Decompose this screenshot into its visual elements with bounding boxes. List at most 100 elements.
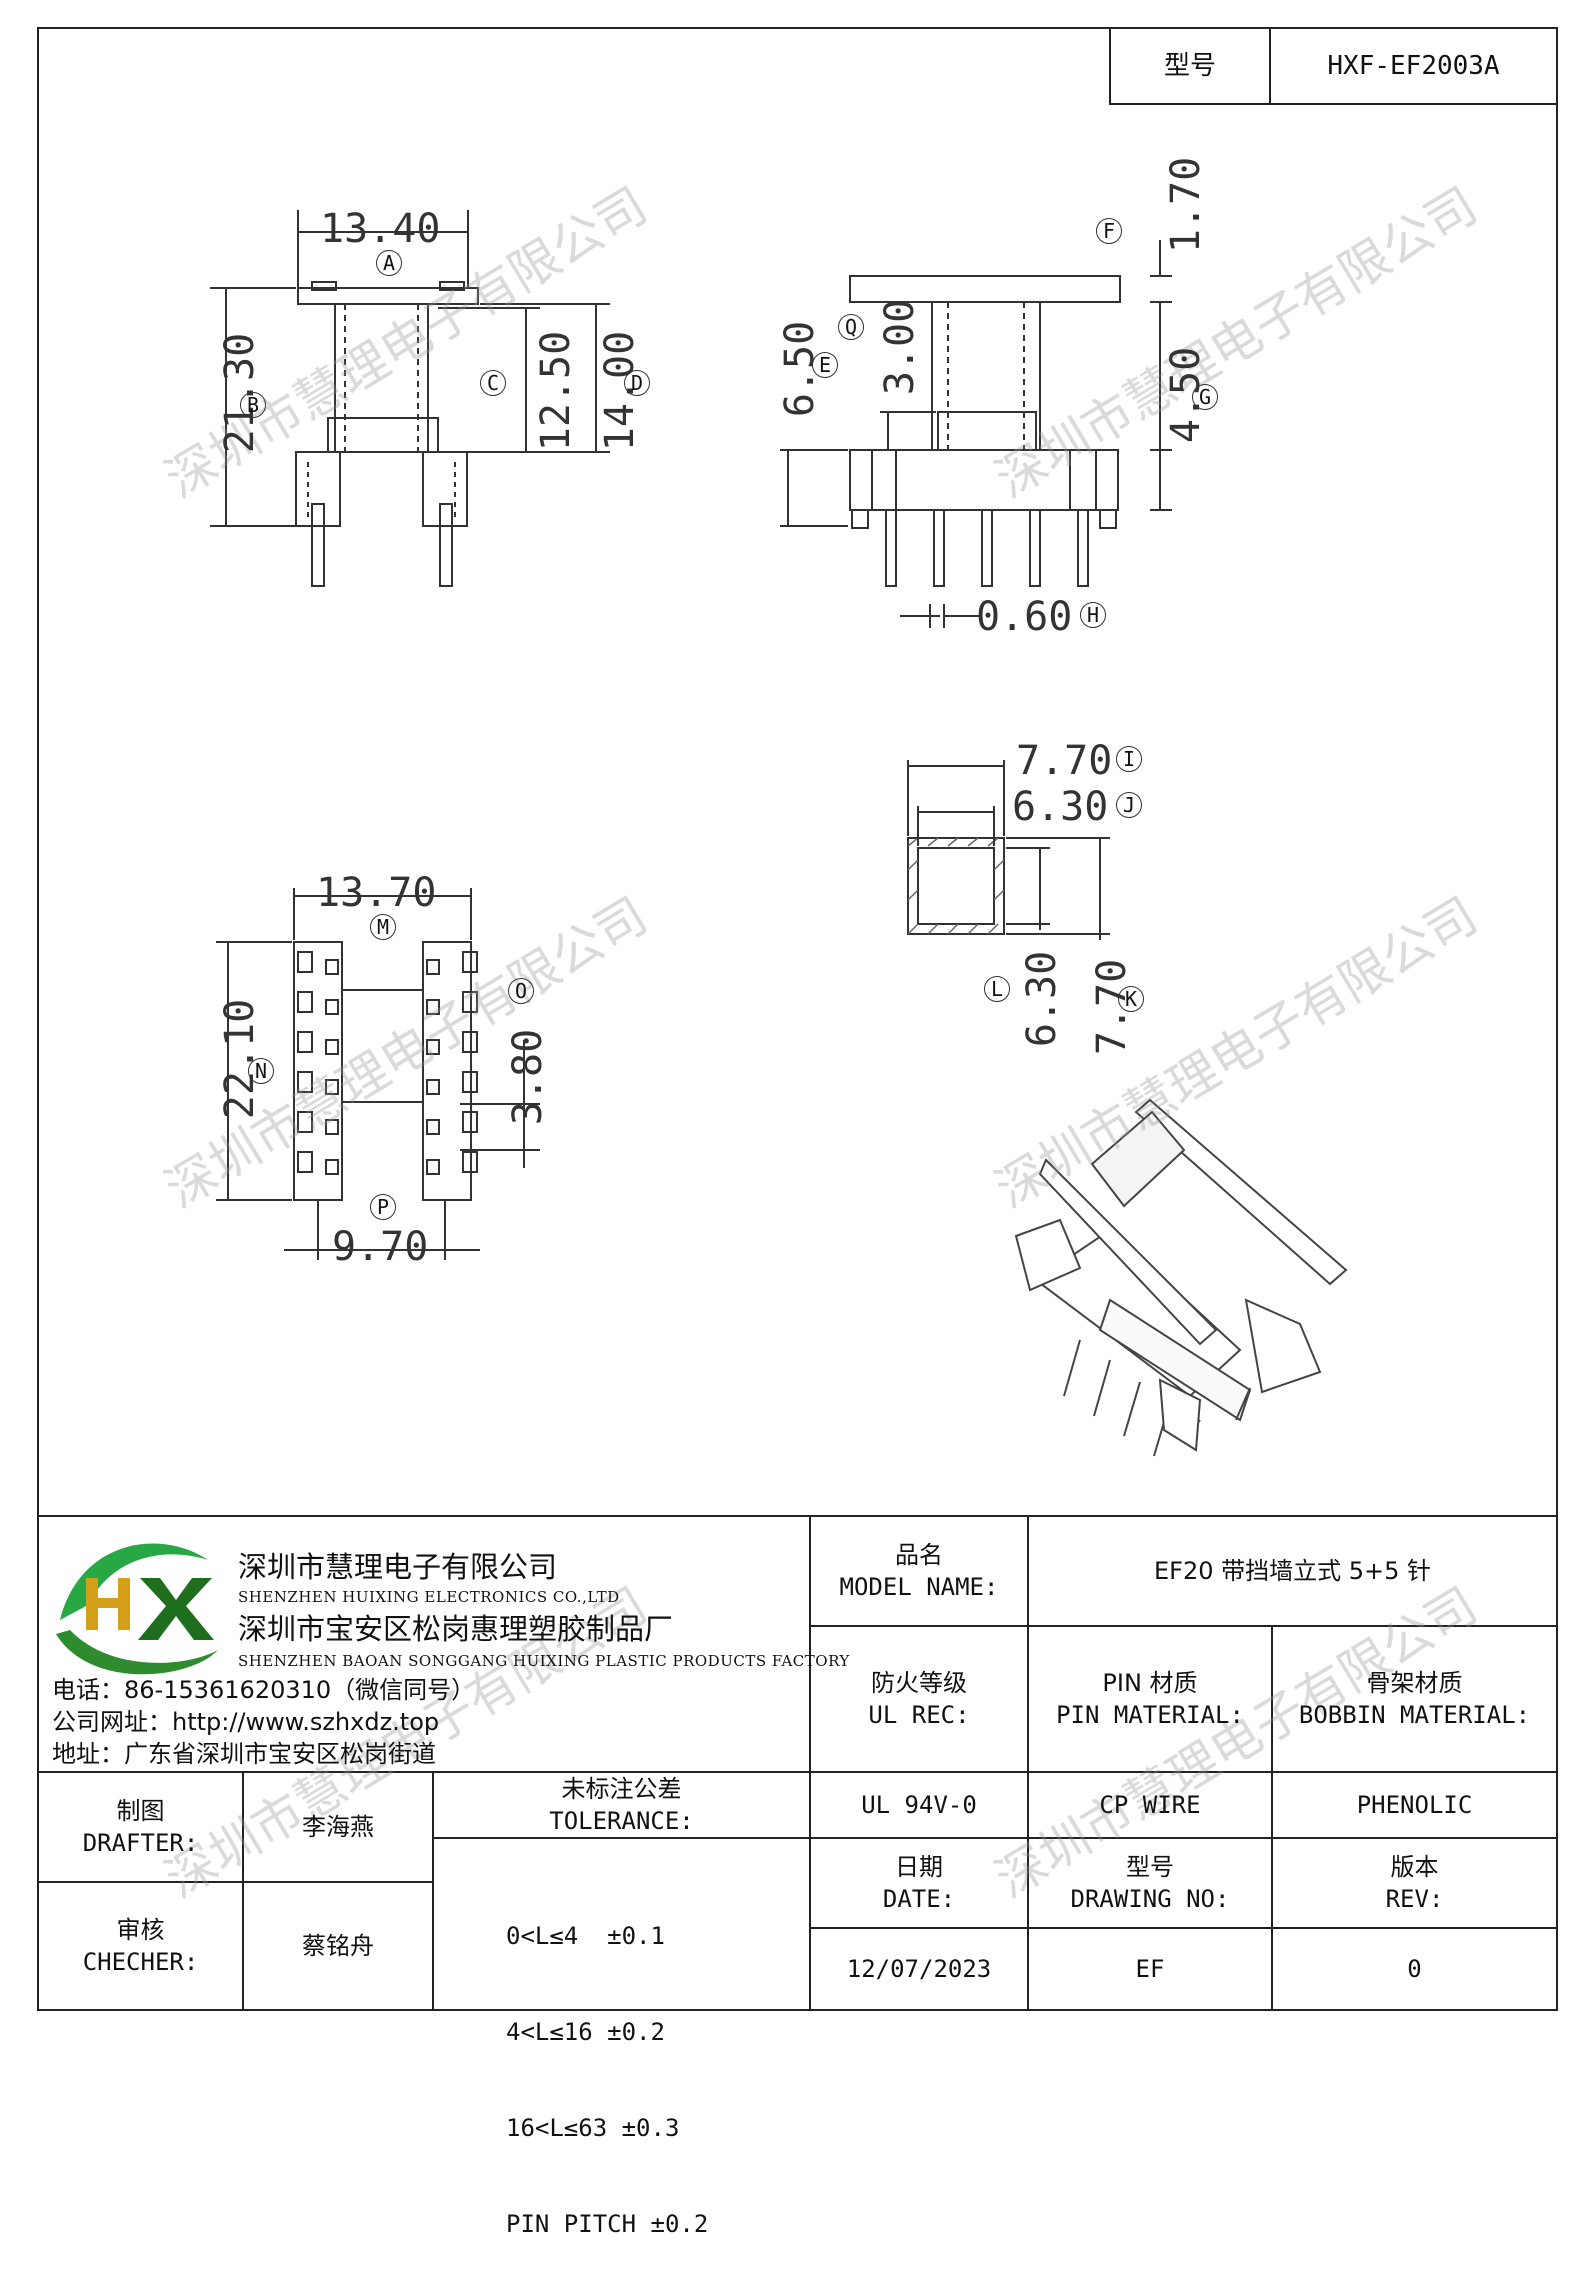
pin-slot (462, 1151, 478, 1173)
company-name-en: SHENZHEN HUIXING ELECTRONICS CO.,LTD (238, 1588, 620, 1606)
ul-rec-label: 防火等级 UL REC: (810, 1626, 1028, 1772)
pin-slot (297, 991, 313, 1013)
dim-label-j: J (1116, 792, 1142, 818)
pin-slot (426, 1039, 440, 1055)
dim-front-winding: 12.50 (533, 330, 580, 452)
dim-label-b: B (240, 392, 266, 418)
drawing-no-label-en: DRAWING NO: (1070, 1885, 1230, 1913)
date-label-cn: 日期 (895, 1853, 943, 1881)
company-phone: 电话：86-15361620310（微信同号） (52, 1676, 476, 1704)
dim-front-width: 13.40 (320, 206, 441, 252)
dim-side-core-step: 3.00 (877, 298, 924, 396)
bobbin-material-label: 骨架材质 BOBBIN MATERIAL: (1272, 1626, 1557, 1772)
pin-slot (426, 1159, 440, 1175)
company-logo (56, 1543, 218, 1675)
page-frame (37, 27, 1558, 2011)
tolerance-label-cn: 未标注公差 (561, 1775, 682, 1803)
company-website[interactable]: 公司网址：http://www.szhxdz.top (52, 1708, 440, 1736)
dim-bottom-width: 13.70 (316, 870, 437, 916)
technical-drawing (37, 27, 1558, 2011)
pin-slot (325, 959, 339, 975)
bobbin-material-label-en: BOBBIN MATERIAL: (1298, 1701, 1531, 1729)
bobbin-material-value: PHENOLIC (1356, 1791, 1473, 1819)
checker-label-cn: 审核 (116, 1916, 165, 1944)
checker-value: 蔡铭舟 (302, 1932, 374, 1960)
pin-slot (325, 1079, 339, 1095)
tolerance-item: 16<L≤63 ±0.3 (506, 2114, 680, 2142)
pin-slot (297, 1071, 313, 1093)
dim-label-c: C (480, 370, 506, 396)
dim-label-k: K (1118, 986, 1144, 1012)
pin-slot (426, 959, 440, 975)
dim-label-h: H (1080, 602, 1106, 628)
tolerance-label: 未标注公差 TOLERANCE: (433, 1772, 810, 1838)
dim-label-i: I (1116, 746, 1142, 772)
model-name-label: 品名 MODEL NAME: (810, 1516, 1028, 1626)
dim-label-m: M (370, 914, 396, 940)
rev-label: 版本 REV: (1272, 1838, 1557, 1928)
front-view (210, 210, 610, 587)
dim-core-inner-w: 6.30 (1012, 784, 1109, 830)
pin-slot (426, 1119, 440, 1135)
pin-slot (462, 1111, 478, 1133)
bottom-view (216, 888, 540, 1260)
dim-label-n: N (248, 1058, 274, 1084)
ul-rec-value: UL 94V-0 (861, 1791, 977, 1819)
checker-label: 审核 CHECHER: (38, 1882, 243, 2010)
model-name-label-cn: 品名 (895, 1541, 943, 1569)
pin-slot (325, 1159, 339, 1175)
dim-label-e: E (812, 352, 838, 378)
dim-bottom-width-lower: 9.70 (332, 1224, 429, 1270)
dim-label-l: L (984, 976, 1010, 1002)
dim-label-d: D (624, 370, 650, 396)
pin-slot (297, 951, 313, 973)
rev-label-en: REV: (1385, 1885, 1444, 1913)
pin-slot (325, 999, 339, 1015)
pin-slot (297, 1031, 313, 1053)
date-label-en: DATE: (882, 1885, 956, 1913)
pin-slot (426, 999, 440, 1015)
pin-material-value: CP WIRE (1099, 1791, 1201, 1819)
bobbin-material-label-cn: 骨架材质 (1366, 1669, 1463, 1697)
pin-slot (462, 951, 478, 973)
drafter-label-cn: 制图 (116, 1797, 165, 1825)
header-model-box (1109, 27, 1558, 105)
pin-material-label: PIN 材质 PIN MATERIAL: (1028, 1626, 1272, 1772)
pin-slot (462, 991, 478, 1013)
rev-label-cn: 版本 (1390, 1853, 1439, 1881)
model-name-label-en: MODEL NAME: (839, 1573, 999, 1601)
core-section (907, 760, 1110, 940)
dim-core-inner-h: 6.30 (1019, 950, 1066, 1048)
dim-core-outer-w: 7.70 (1016, 738, 1113, 784)
tolerance-item: PIN PITCH ±0.2 (506, 2210, 709, 2238)
checker-label-en: CHECHER: (82, 1948, 199, 1976)
pin-slot (325, 1039, 339, 1055)
dim-label-a: A (376, 250, 402, 276)
drawing-no-value: EF (1135, 1955, 1165, 1983)
pin-material-label-en: PIN MATERIAL: (1056, 1701, 1244, 1729)
drawing-no-label-cn: 型号 (1126, 1853, 1174, 1881)
dim-side-pin: 0.60 (976, 594, 1073, 640)
company-address: 地址：广东省深圳市宝安区松岗街道 (52, 1740, 436, 1768)
dim-label-g: G (1192, 384, 1218, 410)
factory-name-cn: 深圳市宝安区松岗惠理塑胶制品厂 (238, 1612, 674, 1646)
pin-slot (462, 1031, 478, 1053)
ul-rec-label-cn: 防火等级 (871, 1669, 967, 1697)
pin-slot (325, 1119, 339, 1135)
model-name-value: EF20 带挡墙立式 5+5 针 (1153, 1557, 1432, 1585)
header-model-value: HXF-EF2003A (1327, 51, 1500, 81)
tolerance-list: 0<L≤4 ±0.1 4<L≤16 ±0.2 16<L≤63 ±0.3 PIN … (506, 1856, 708, 2272)
header-model-label: 型号 (1163, 51, 1216, 81)
tolerance-label-en: TOLERANCE: (549, 1807, 694, 1835)
pin-slot (462, 1071, 478, 1093)
drawing-no-label: 型号 DRAWING NO: (1028, 1838, 1272, 1928)
dim-side-flange-thickness: 1.70 (1163, 156, 1210, 254)
pin-slot (297, 1111, 313, 1133)
dim-label-f: F (1096, 218, 1122, 244)
dim-label-p: P (370, 1194, 396, 1220)
pin-slot (426, 1079, 440, 1095)
dim-bottom-pitch: 3.80 (505, 1028, 552, 1126)
company-name-cn: 深圳市慧理电子有限公司 (238, 1550, 558, 1584)
tolerance-item: 4<L≤16 ±0.2 (506, 2018, 665, 2046)
ul-rec-label-en: UL REC: (868, 1701, 970, 1729)
